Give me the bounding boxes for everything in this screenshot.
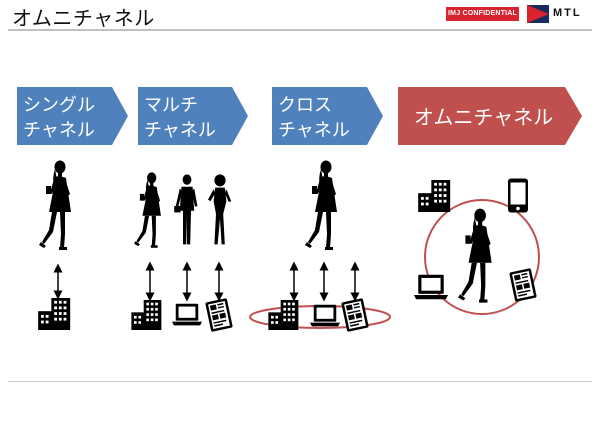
laptop-icon: [310, 304, 340, 327]
footer-divider: [8, 381, 592, 382]
channel-arrow-single: シングル チャネル: [17, 87, 128, 145]
woman-silhouette-icon: [174, 174, 198, 245]
multi-channel-column: [131, 172, 233, 332]
store-building-icon: [38, 298, 71, 330]
header-divider: [8, 29, 592, 31]
laptop-icon: [172, 303, 202, 326]
store-building-icon: [268, 300, 299, 330]
woman-silhouette-icon: [458, 208, 492, 303]
woman-silhouette-icon: [39, 160, 71, 250]
multi-line1: マルチ: [144, 95, 198, 116]
woman-silhouette-icon: [208, 174, 232, 245]
catalog-icon: [205, 298, 233, 332]
confidential-badge: IMJ CONFIDENTIAL: [446, 7, 519, 21]
omni-channel-column: [414, 178, 540, 315]
mtl-logo-icon: [527, 5, 549, 23]
page-title: オムニチャネル: [12, 6, 155, 30]
channel-arrow-omni: オムニチャネル: [398, 87, 582, 145]
cross-line2: チャネル: [278, 120, 350, 141]
woman-silhouette-icon: [134, 172, 161, 248]
omni-label: オムニチャネル: [414, 105, 553, 129]
laptop-icon: [414, 274, 448, 300]
smartphone-icon: [508, 178, 528, 213]
single-channel-column: [38, 160, 71, 330]
cross-channel-column: [249, 160, 391, 332]
catalog-icon: [509, 268, 537, 302]
channel-arrow-cross: クロス チャネル: [272, 87, 383, 145]
single-line2: チャネル: [23, 120, 95, 141]
store-building-icon: [131, 300, 162, 330]
logo-text: MTL: [553, 7, 582, 19]
cross-line1: クロス: [278, 95, 332, 116]
multi-line2: チャネル: [144, 120, 216, 141]
single-line1: シングル: [23, 95, 95, 116]
woman-silhouette-icon: [305, 160, 337, 250]
channel-arrow-multi: マルチ チャネル: [138, 87, 248, 145]
store-building-icon: [418, 180, 451, 212]
